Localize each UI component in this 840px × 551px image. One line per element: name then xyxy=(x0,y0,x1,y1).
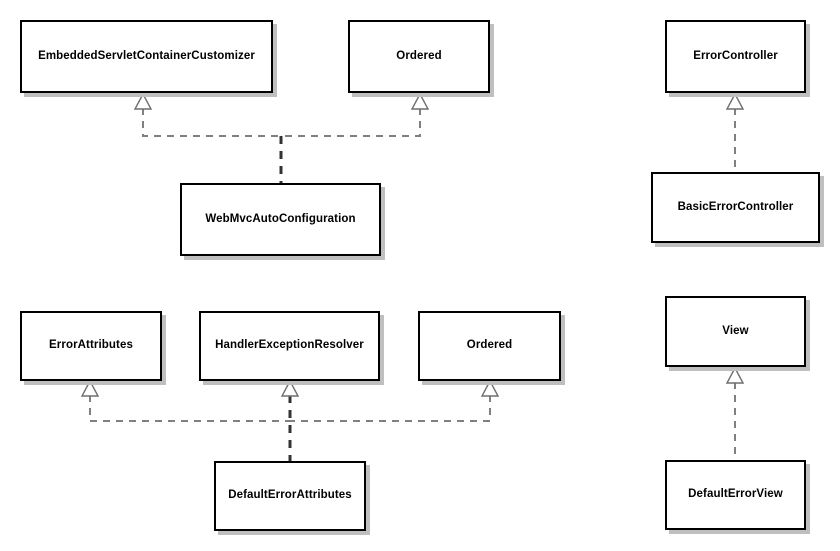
class-box-error-attributes[interactable]: ErrorAttributes xyxy=(20,311,162,381)
class-name-label: ErrorController xyxy=(693,49,778,62)
class-name-label: DefaultErrorView xyxy=(688,488,783,501)
class-name-label: View xyxy=(722,324,749,337)
edge-webmvc-auto-configuration-to-embedded-servlet-container-customizer xyxy=(133,92,281,137)
class-name-label: DefaultErrorAttributes xyxy=(228,489,352,502)
edge-default-error-view-to-view xyxy=(725,366,745,460)
inheritance-triangle-icon xyxy=(133,92,153,110)
inheritance-triangle-icon xyxy=(80,379,100,397)
class-box-embedded-servlet-container-customizer[interactable]: EmbeddedServletContainerCustomizer xyxy=(20,20,273,93)
class-name-label: ErrorAttributes xyxy=(49,339,133,352)
inheritance-triangle-icon xyxy=(725,92,745,110)
class-box-basic-error-controller[interactable]: BasicErrorController xyxy=(651,172,820,243)
inheritance-triangle-icon xyxy=(280,379,300,397)
edge-webmvc-auto-configuration-to-ordered-top xyxy=(281,92,430,137)
inheritance-triangle-icon xyxy=(410,92,430,110)
class-name-label: HandlerExceptionResolver xyxy=(215,339,364,352)
class-box-ordered-bottom[interactable]: Ordered xyxy=(418,311,561,381)
class-name-label: WebMvcAutoConfiguration xyxy=(205,212,356,225)
class-name-label: Ordered xyxy=(466,339,513,352)
class-box-ordered-top[interactable]: Ordered xyxy=(348,20,490,93)
class-name-label: BasicErrorController xyxy=(677,200,794,213)
edge-default-error-attributes-to-ordered-bottom xyxy=(290,379,500,422)
edge-line xyxy=(142,108,281,137)
class-box-default-error-view[interactable]: DefaultErrorView xyxy=(665,460,806,530)
edge-line xyxy=(290,395,491,422)
class-box-default-error-attributes[interactable]: DefaultErrorAttributes xyxy=(214,461,366,531)
class-box-error-controller[interactable]: ErrorController xyxy=(665,20,806,93)
edge-basic-error-controller-to-error-controller xyxy=(725,92,745,172)
class-name-label: EmbeddedServletContainerCustomizer xyxy=(38,49,255,62)
edge-default-error-attributes-to-handler-exception-resolver xyxy=(280,379,300,461)
inheritance-triangle-icon xyxy=(480,379,500,397)
class-box-view[interactable]: View xyxy=(665,296,806,367)
class-box-webmvc-auto-configuration[interactable]: WebMvcAutoConfiguration xyxy=(180,183,381,256)
edge-line xyxy=(89,395,290,422)
class-name-label: Ordered xyxy=(396,49,442,62)
class-box-handler-exception-resolver[interactable]: HandlerExceptionResolver xyxy=(199,311,380,381)
edge-default-error-attributes-to-error-attributes xyxy=(80,379,290,422)
edge-line xyxy=(281,108,421,137)
inheritance-triangle-icon xyxy=(725,366,745,384)
